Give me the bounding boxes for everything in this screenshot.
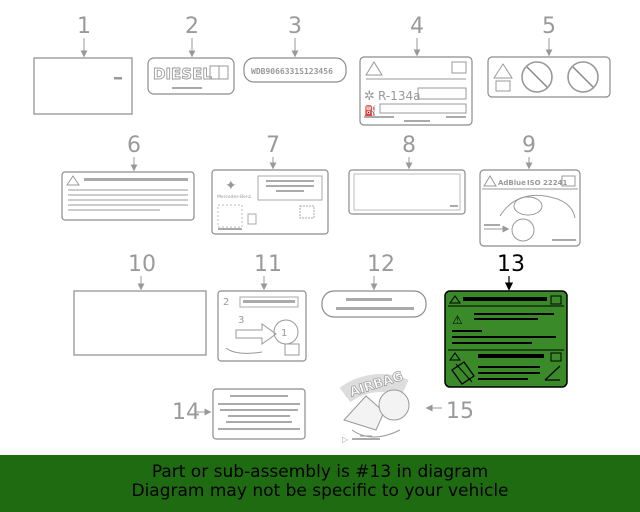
part-14-group[interactable]: 14 — [172, 388, 306, 440]
no-child-seat-icon — [521, 61, 553, 93]
info-banner: Part or sub-assembly is #13 in diagram D… — [0, 455, 640, 512]
part-15-group[interactable]: 15 AIRBAG ▷ — [339, 369, 474, 444]
tank-drawing — [499, 194, 576, 219]
callout-10: 10 — [128, 252, 156, 277]
callout-3: 3 — [288, 14, 302, 39]
part-13-group[interactable]: 13 ⚠ — [444, 252, 568, 388]
refrigerant-text: R-134a — [378, 89, 420, 103]
iso-text: ISO 22241 — [527, 179, 568, 187]
ac-fan-icon: ✲ — [364, 89, 375, 104]
callout-5: 5 — [542, 14, 556, 39]
warning-triangle-icon — [493, 63, 513, 79]
part-3-label[interactable] — [243, 57, 347, 83]
oil-can-icon: ⛽ — [364, 104, 376, 117]
callout-1: 1 — [77, 14, 91, 39]
callout-11: 11 — [254, 252, 282, 277]
filler-cap-icon — [511, 218, 535, 242]
adblue-text: AdBlue — [498, 179, 526, 187]
part-10-group[interactable]: 10 — [73, 252, 207, 356]
part-10-label[interactable] — [73, 290, 207, 356]
part-12-group[interactable]: 12 — [321, 252, 427, 318]
svg-text:▷: ▷ — [342, 435, 349, 444]
part-14-label[interactable] — [212, 388, 306, 440]
svg-text:1: 1 — [281, 328, 287, 339]
part-4-label[interactable] — [359, 56, 473, 126]
manual-icon — [284, 343, 300, 356]
vin-text: WDB9066331S123456 — [251, 67, 333, 76]
part-3-group[interactable]: 3 WDB9066331S123456 — [243, 14, 347, 83]
part-1-label[interactable] — [33, 57, 133, 115]
callout-15: 15 — [446, 399, 474, 424]
manual-icon — [550, 352, 562, 362]
callout-2: 2 — [185, 14, 199, 39]
part-11-group[interactable]: 11 2 3 1 — [217, 252, 307, 362]
no-child-seat-icon: ⚠ — [452, 313, 463, 327]
parts-diagram: 1 2 DIESEL 3 WDB9066331S123456 4 — [33, 14, 611, 444]
part-5-group[interactable]: 5 — [487, 14, 611, 98]
manual-icon — [495, 80, 511, 92]
warning-triangle-icon — [483, 175, 497, 187]
warning-triangle-icon — [66, 175, 80, 186]
callout-9: 9 — [522, 133, 536, 158]
part-7-group[interactable]: 7 ✦ Mercedes-Benz — [211, 133, 329, 235]
callout-4: 4 — [410, 14, 424, 39]
callout-6: 6 — [127, 133, 141, 158]
banner-line-2: Diagram may not be specific to your vehi… — [131, 481, 509, 501]
manual-icon — [550, 295, 562, 305]
part-15-label[interactable]: AIRBAG ▷ — [339, 369, 410, 444]
callout-7: 7 — [266, 133, 280, 158]
manual-icon — [561, 175, 576, 187]
manual-icon — [451, 61, 467, 74]
callout-13: 13 — [497, 252, 525, 277]
part-12-label[interactable] — [321, 290, 427, 318]
part-6-group[interactable]: 6 — [61, 133, 195, 221]
part-2-group[interactable]: 2 DIESEL — [147, 14, 235, 95]
callout-12: 12 — [367, 252, 395, 277]
part-4-group[interactable]: 4 ✲ R-134a ⛽ — [359, 14, 473, 126]
no-rear-facing-seat-icon — [567, 61, 599, 93]
star-logo-icon: ✦ — [225, 178, 237, 194]
banner-line-1: Part or sub-assembly is #13 in diagram — [151, 462, 489, 482]
warning-triangle-icon — [365, 61, 383, 76]
part-9-group[interactable]: 9 AdBlue ISO 22241 — [479, 133, 581, 247]
warning-triangle-icon — [449, 352, 461, 361]
svg-text:3: 3 — [238, 315, 244, 326]
callout-8: 8 — [402, 133, 416, 158]
callout-14: 14 — [172, 400, 200, 425]
arrow-icon — [235, 323, 277, 345]
part-1-group[interactable]: 1 — [33, 14, 133, 115]
part-8-group[interactable]: 8 — [348, 133, 466, 215]
diesel-text: DIESEL — [153, 65, 212, 83]
svg-text:2: 2 — [223, 297, 229, 308]
airbag-deploy-icon — [378, 389, 410, 421]
brand-text: Mercedes-Benz — [217, 194, 252, 200]
part-2-label[interactable] — [147, 57, 235, 95]
airbag-seat-icon — [451, 361, 475, 385]
part-6-label[interactable] — [61, 171, 195, 221]
warning-triangle-icon — [449, 295, 461, 304]
part-8-label[interactable] — [348, 169, 466, 215]
part-5-label[interactable] — [487, 56, 611, 98]
